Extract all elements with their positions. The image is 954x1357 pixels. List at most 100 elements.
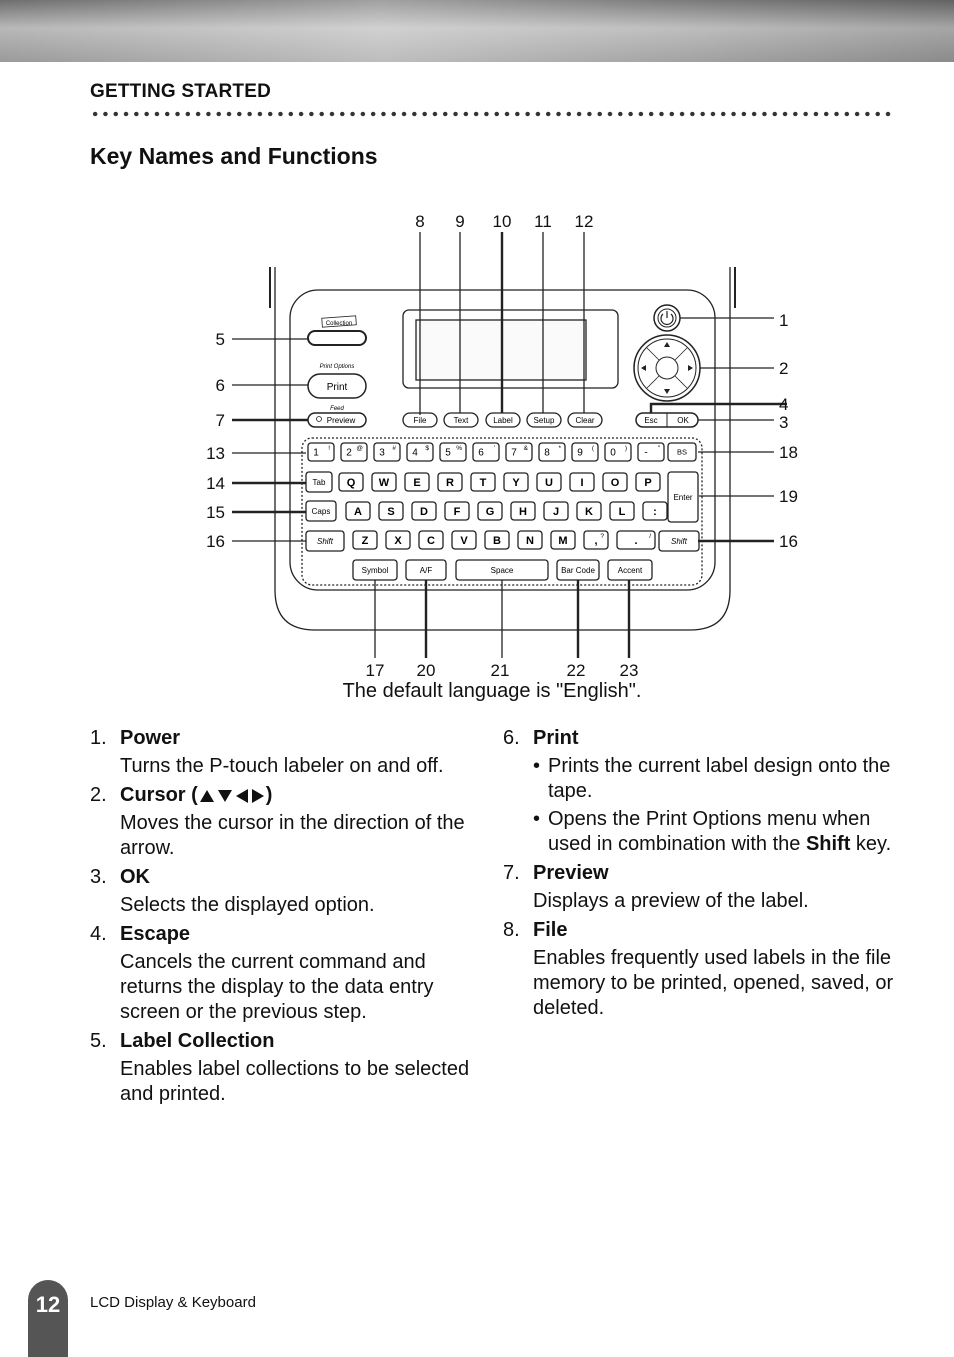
number-key[interactable]: 8* <box>538 442 566 462</box>
number-key-shift-label: ! <box>328 445 330 452</box>
callout-top-3: 10 <box>493 212 512 231</box>
backspace-key-label: BS <box>677 448 687 457</box>
letter-key[interactable]: K <box>576 501 602 521</box>
letter-key[interactable]: S <box>378 501 404 521</box>
callout-left-1: 5 <box>216 330 225 349</box>
letter-key[interactable]: Z <box>352 530 378 550</box>
key-space-label: Space <box>491 566 514 575</box>
letter-key[interactable]: F <box>444 501 470 521</box>
bullet-text-end: key. <box>850 833 892 855</box>
backspace-key[interactable]: BS <box>667 442 697 462</box>
letter-key-label: : <box>653 506 657 518</box>
magnifier-icon <box>316 416 322 422</box>
preview-key[interactable]: Preview <box>307 412 367 428</box>
letter-key[interactable]: T <box>470 472 496 492</box>
label-collection-key[interactable]: Collection <box>307 315 367 346</box>
letter-key[interactable]: A <box>345 501 371 521</box>
letter-key[interactable]: Q <box>338 472 364 492</box>
letter-key[interactable]: N <box>517 530 543 550</box>
key-a-f[interactable]: A/F <box>405 559 447 581</box>
cursor-title-prefix: Cursor ( <box>120 784 198 806</box>
callout-left-5: 14 <box>206 474 225 493</box>
letter-key[interactable]: I <box>569 472 595 492</box>
number-key-cap <box>340 442 368 462</box>
cursor-pad[interactable] <box>633 334 701 402</box>
number-key[interactable]: 2@ <box>340 442 368 462</box>
key-setup[interactable]: Setup <box>526 412 562 428</box>
letter-key-cap <box>371 472 397 492</box>
letter-key-label: P <box>644 477 651 489</box>
list-item: 8. File Enables frequently used labels i… <box>503 918 903 1021</box>
key-space[interactable]: Space <box>455 559 549 581</box>
top-banner <box>0 0 954 62</box>
callout-bottom-2: 20 <box>417 661 436 680</box>
shift-key-left[interactable]: Shift <box>305 530 345 552</box>
key-list-right: 6. Print Prints the current label design… <box>503 726 903 1025</box>
number-key-shift-label: " <box>658 445 661 452</box>
letter-key[interactable]: R <box>437 472 463 492</box>
letter-key[interactable]: W <box>371 472 397 492</box>
shift-key-right[interactable]: Shift <box>658 530 700 552</box>
number-key[interactable]: -" <box>637 442 665 462</box>
key-symbol[interactable]: Symbol <box>352 559 398 581</box>
letter-key-cap <box>543 501 569 521</box>
number-key[interactable]: 3# <box>373 442 401 462</box>
letter-key[interactable]: Y <box>503 472 529 492</box>
key-file[interactable]: File <box>402 412 438 428</box>
letter-key[interactable]: L <box>609 501 635 521</box>
letter-key-label: R <box>446 477 454 489</box>
letter-key-shift-label: ? <box>600 533 604 540</box>
letter-key[interactable]: B <box>484 530 510 550</box>
letter-key[interactable]: U <box>536 472 562 492</box>
number-key[interactable]: 7& <box>505 442 533 462</box>
key-label[interactable]: Label <box>485 412 521 428</box>
key-text-label: Text <box>454 416 469 425</box>
number-key[interactable]: 0) <box>604 442 632 462</box>
number-key[interactable]: 5% <box>439 442 467 462</box>
letter-key[interactable]: E <box>404 472 430 492</box>
shift-key-right-label: Shift <box>671 537 688 546</box>
letter-key-cap <box>616 530 656 550</box>
key-file-label: File <box>414 416 427 425</box>
letter-key-label: . <box>634 535 637 547</box>
letter-key[interactable]: O <box>602 472 628 492</box>
letter-key-label: I <box>580 477 583 489</box>
ok-key-label: OK <box>677 416 689 425</box>
letter-key[interactable]: C <box>418 530 444 550</box>
number-key-label: 0 <box>610 448 616 459</box>
esc-ok-key[interactable]: Esc OK <box>635 412 699 428</box>
lcd-display <box>402 309 619 389</box>
letter-key[interactable]: P <box>635 472 661 492</box>
power-button[interactable] <box>653 304 681 332</box>
key-accent[interactable]: Accent <box>607 559 653 581</box>
key-bar-code[interactable]: Bar Code <box>556 559 600 581</box>
number-key-label: 4 <box>412 448 418 459</box>
letter-key[interactable]: X <box>385 530 411 550</box>
letter-key-cap <box>378 501 404 521</box>
key-accent-label: Accent <box>618 566 643 575</box>
letter-key[interactable]: D <box>411 501 437 521</box>
key-clear[interactable]: Clear <box>567 412 603 428</box>
letter-key[interactable]: V <box>451 530 477 550</box>
letter-key[interactable]: ./ <box>616 530 656 550</box>
item-title: Print <box>533 727 579 749</box>
letter-key-label: H <box>519 506 527 518</box>
enter-key[interactable]: Enter <box>667 471 699 523</box>
letter-key[interactable]: G <box>477 501 503 521</box>
number-key[interactable]: 4$ <box>406 442 434 462</box>
number-key[interactable]: 9( <box>571 442 599 462</box>
letter-key[interactable]: : <box>642 501 668 521</box>
callout-left-6: 15 <box>206 503 225 522</box>
letter-key[interactable]: H <box>510 501 536 521</box>
tab-key[interactable]: Tab <box>305 471 333 493</box>
letter-key[interactable]: ,? <box>583 530 609 550</box>
letter-key[interactable]: J <box>543 501 569 521</box>
number-key[interactable]: 1! <box>307 442 335 462</box>
key-text[interactable]: Text <box>443 412 479 428</box>
print-key[interactable]: Print <box>307 373 367 399</box>
number-key[interactable]: 6' <box>472 442 500 462</box>
number-key-cap <box>307 442 335 462</box>
letter-key[interactable]: M <box>550 530 576 550</box>
caps-key[interactable]: Caps <box>305 500 337 522</box>
